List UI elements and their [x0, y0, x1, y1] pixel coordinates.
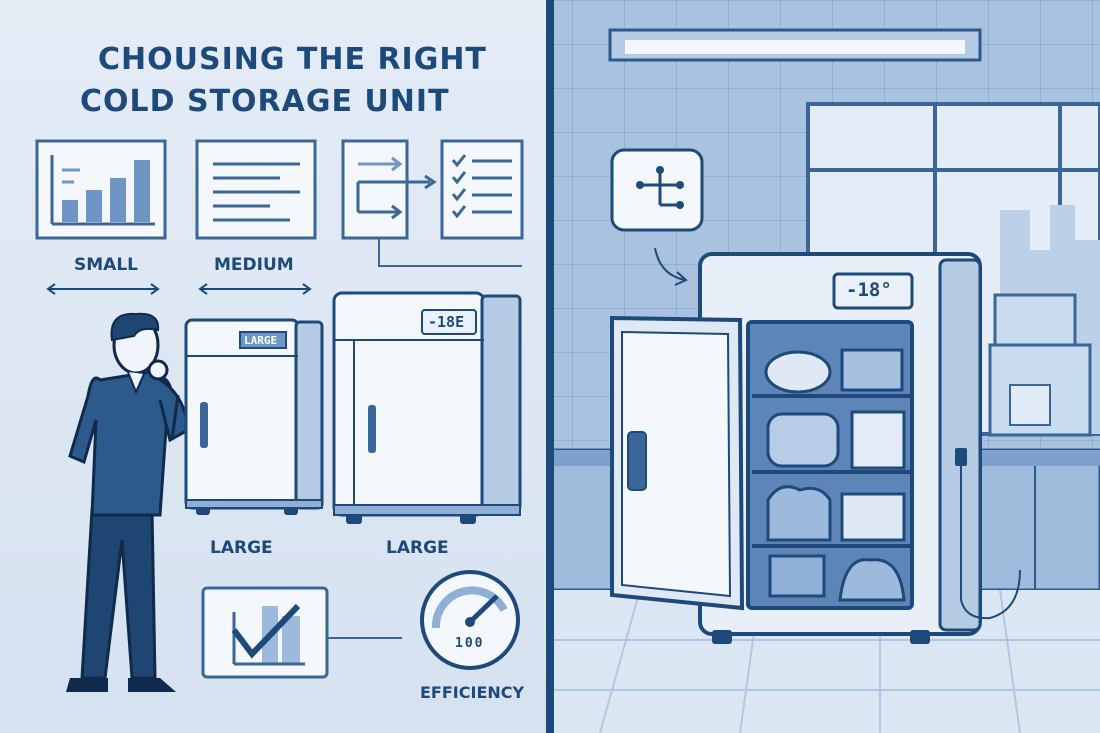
- efficiency-label: EFFICIENCY: [420, 683, 525, 702]
- label-small: SMALL: [74, 255, 138, 275]
- panel-divider: [546, 0, 554, 733]
- fridge-display-right: -18°: [846, 279, 892, 301]
- businessman-figure: [66, 312, 190, 692]
- title-line-1: CHOUSING THE RIGHT: [98, 42, 487, 77]
- large-fridge: [332, 291, 522, 524]
- gauge-reading: 100: [455, 636, 485, 651]
- size-arrows: [46, 283, 312, 295]
- checklist-icon: [440, 139, 524, 240]
- fridge-display-left: -18E: [428, 313, 465, 331]
- text-lines-icon: [195, 139, 317, 240]
- bar-chart-icon: [35, 139, 167, 240]
- label-large-1: LARGE: [210, 538, 273, 558]
- network-icon: [610, 148, 704, 286]
- checkmark-chart-icon: [201, 586, 402, 679]
- label-large-2: LARGE: [386, 538, 449, 558]
- medium-fridge: [184, 318, 324, 515]
- gauge-icon: [420, 570, 520, 670]
- label-medium: MEDIUM: [214, 255, 294, 275]
- title-line-2: COLD STORAGE UNIT: [80, 84, 450, 119]
- open-fridge: [610, 252, 1021, 644]
- fridge-badge: LARGE: [244, 334, 278, 347]
- process-flow-icon: [341, 139, 522, 267]
